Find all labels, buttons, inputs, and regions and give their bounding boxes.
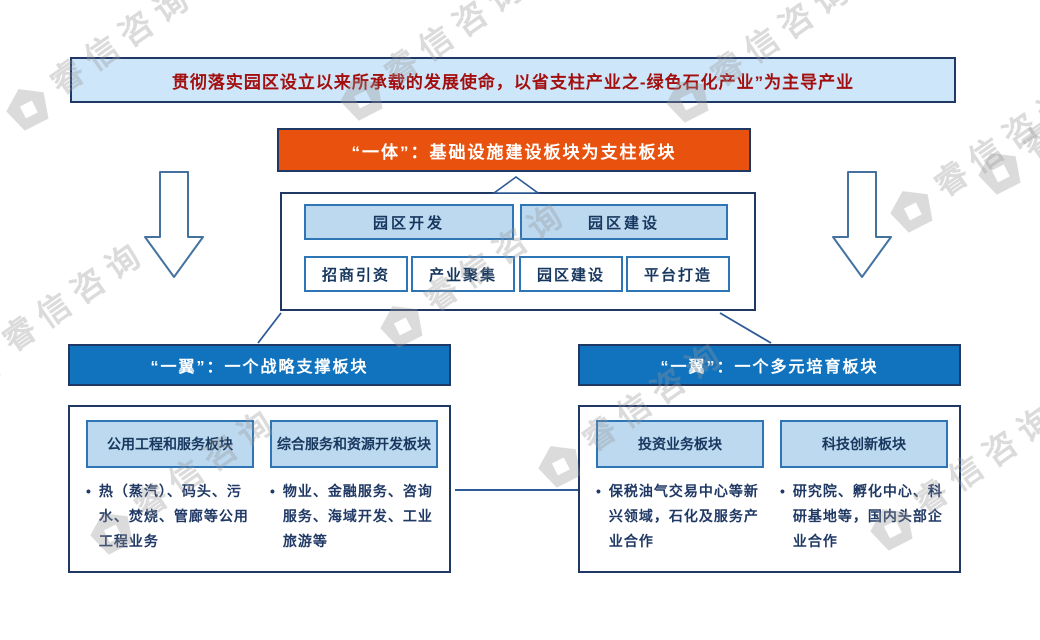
section-title-text: 投资业务板块: [638, 435, 722, 452]
core-function-box: 产业聚集: [411, 256, 515, 292]
mission-banner-text: 贯彻落实园区设立以来所承载的发展使命，以省支柱产业之-绿色石化产业”为主导产业: [171, 72, 855, 92]
section-bullet: • 保税油气交易中心等新兴领域，石化及服务产业合作: [596, 479, 768, 554]
section-bullet: • 热（蒸汽）、码头、污水、焚烧、管廊等公用工程业务: [86, 479, 258, 554]
core-group-box: 园区开发: [304, 204, 514, 240]
section-title-box: 公用工程和服务板块: [86, 420, 254, 468]
core-function-box: 园区建设: [519, 256, 623, 292]
section-bullet-text: 物业、金融服务、咨询服务、海域开发、工业旅游等: [282, 483, 433, 549]
core-detail-container: 园区开发 园区建设 招商引资 产业聚集 园区建设 平台打造: [280, 192, 756, 311]
watermark-logo-icon: [972, 144, 1028, 199]
right-wing-detail-container: 投资业务板块 科技创新板块 • 保税油气交易中心等新兴领域，石化及服务产业合作 …: [578, 405, 961, 573]
watermark: 睿信咨询: [966, 33, 1040, 200]
core-group-box: 园区建设: [520, 204, 728, 240]
section-bullet-text: 热（蒸汽）、码头、污水、焚烧、管廊等公用工程业务: [98, 483, 249, 549]
down-arrow-left: [144, 171, 204, 278]
left-wing-title-text: “一翼”：一个战略支撑板块: [150, 359, 369, 376]
core-title-text: “一体”：基础设施建设板块为支柱板块: [351, 142, 677, 162]
section-bullet: • 研究院、孵化中心、科研基地等，国内头部企业合作: [780, 479, 952, 554]
core-group-label: 园区开发: [372, 214, 445, 232]
core-function-label: 园区建设: [536, 266, 605, 284]
section-title-text: 综合服务和资源开发板块: [277, 435, 431, 452]
diagonal-connector-right: [719, 312, 772, 344]
mission-banner: 贯彻落实园区设立以来所承载的发展使命，以省支柱产业之-绿色石化产业”为主导产业: [70, 57, 956, 103]
chevron-up-connector: [491, 176, 541, 194]
watermark-logo-icon: [0, 337, 7, 392]
section-title-box: 投资业务板块: [596, 420, 764, 468]
down-arrow-right: [832, 171, 892, 278]
bullet-marker: •: [270, 483, 276, 499]
core-function-label: 平台打造: [643, 266, 712, 284]
bullet-marker: •: [86, 483, 92, 499]
core-function-label: 产业聚集: [428, 266, 497, 284]
watermark-text: 睿信咨询: [0, 232, 154, 359]
section-title-box: 科技创新板块: [780, 420, 948, 468]
section-bullet-text: 保税油气交易中心等新兴领域，石化及服务产业合作: [608, 483, 759, 549]
bullet-marker: •: [780, 483, 786, 499]
section-title-box: 综合服务和资源开发板块: [270, 420, 438, 468]
watermark-logo-icon: [884, 182, 940, 237]
bullet-marker: •: [596, 483, 602, 499]
core-function-box: 招商引资: [304, 256, 408, 292]
section-title-text: 公用工程和服务板块: [107, 435, 233, 452]
left-wing-title-box: “一翼”：一个战略支撑板块: [68, 344, 451, 386]
core-function-label: 招商引资: [321, 266, 390, 284]
section-title-text: 科技创新板块: [822, 435, 906, 452]
watermark-logo-icon: [0, 80, 55, 135]
core-function-box: 平台打造: [626, 256, 730, 292]
right-wing-title-text: “一翼”：一个多元培育板块: [660, 359, 879, 376]
watermark-text: 睿信咨询: [1015, 39, 1040, 166]
section-bullet: • 物业、金融服务、咨询服务、海域开发、工业旅游等: [270, 479, 442, 554]
right-wing-title-box: “一翼”：一个多元培育板块: [578, 344, 961, 386]
core-group-label: 园区建设: [587, 214, 660, 232]
core-title-box: “一体”：基础设施建设板块为支柱板块: [277, 128, 751, 172]
diagonal-connector-left: [257, 312, 282, 344]
left-wing-detail-container: 公用工程和服务板块 综合服务和资源开发板块 • 热（蒸汽）、码头、污水、焚烧、管…: [68, 405, 451, 573]
section-bullet-text: 研究院、孵化中心、科研基地等，国内头部企业合作: [792, 483, 943, 549]
